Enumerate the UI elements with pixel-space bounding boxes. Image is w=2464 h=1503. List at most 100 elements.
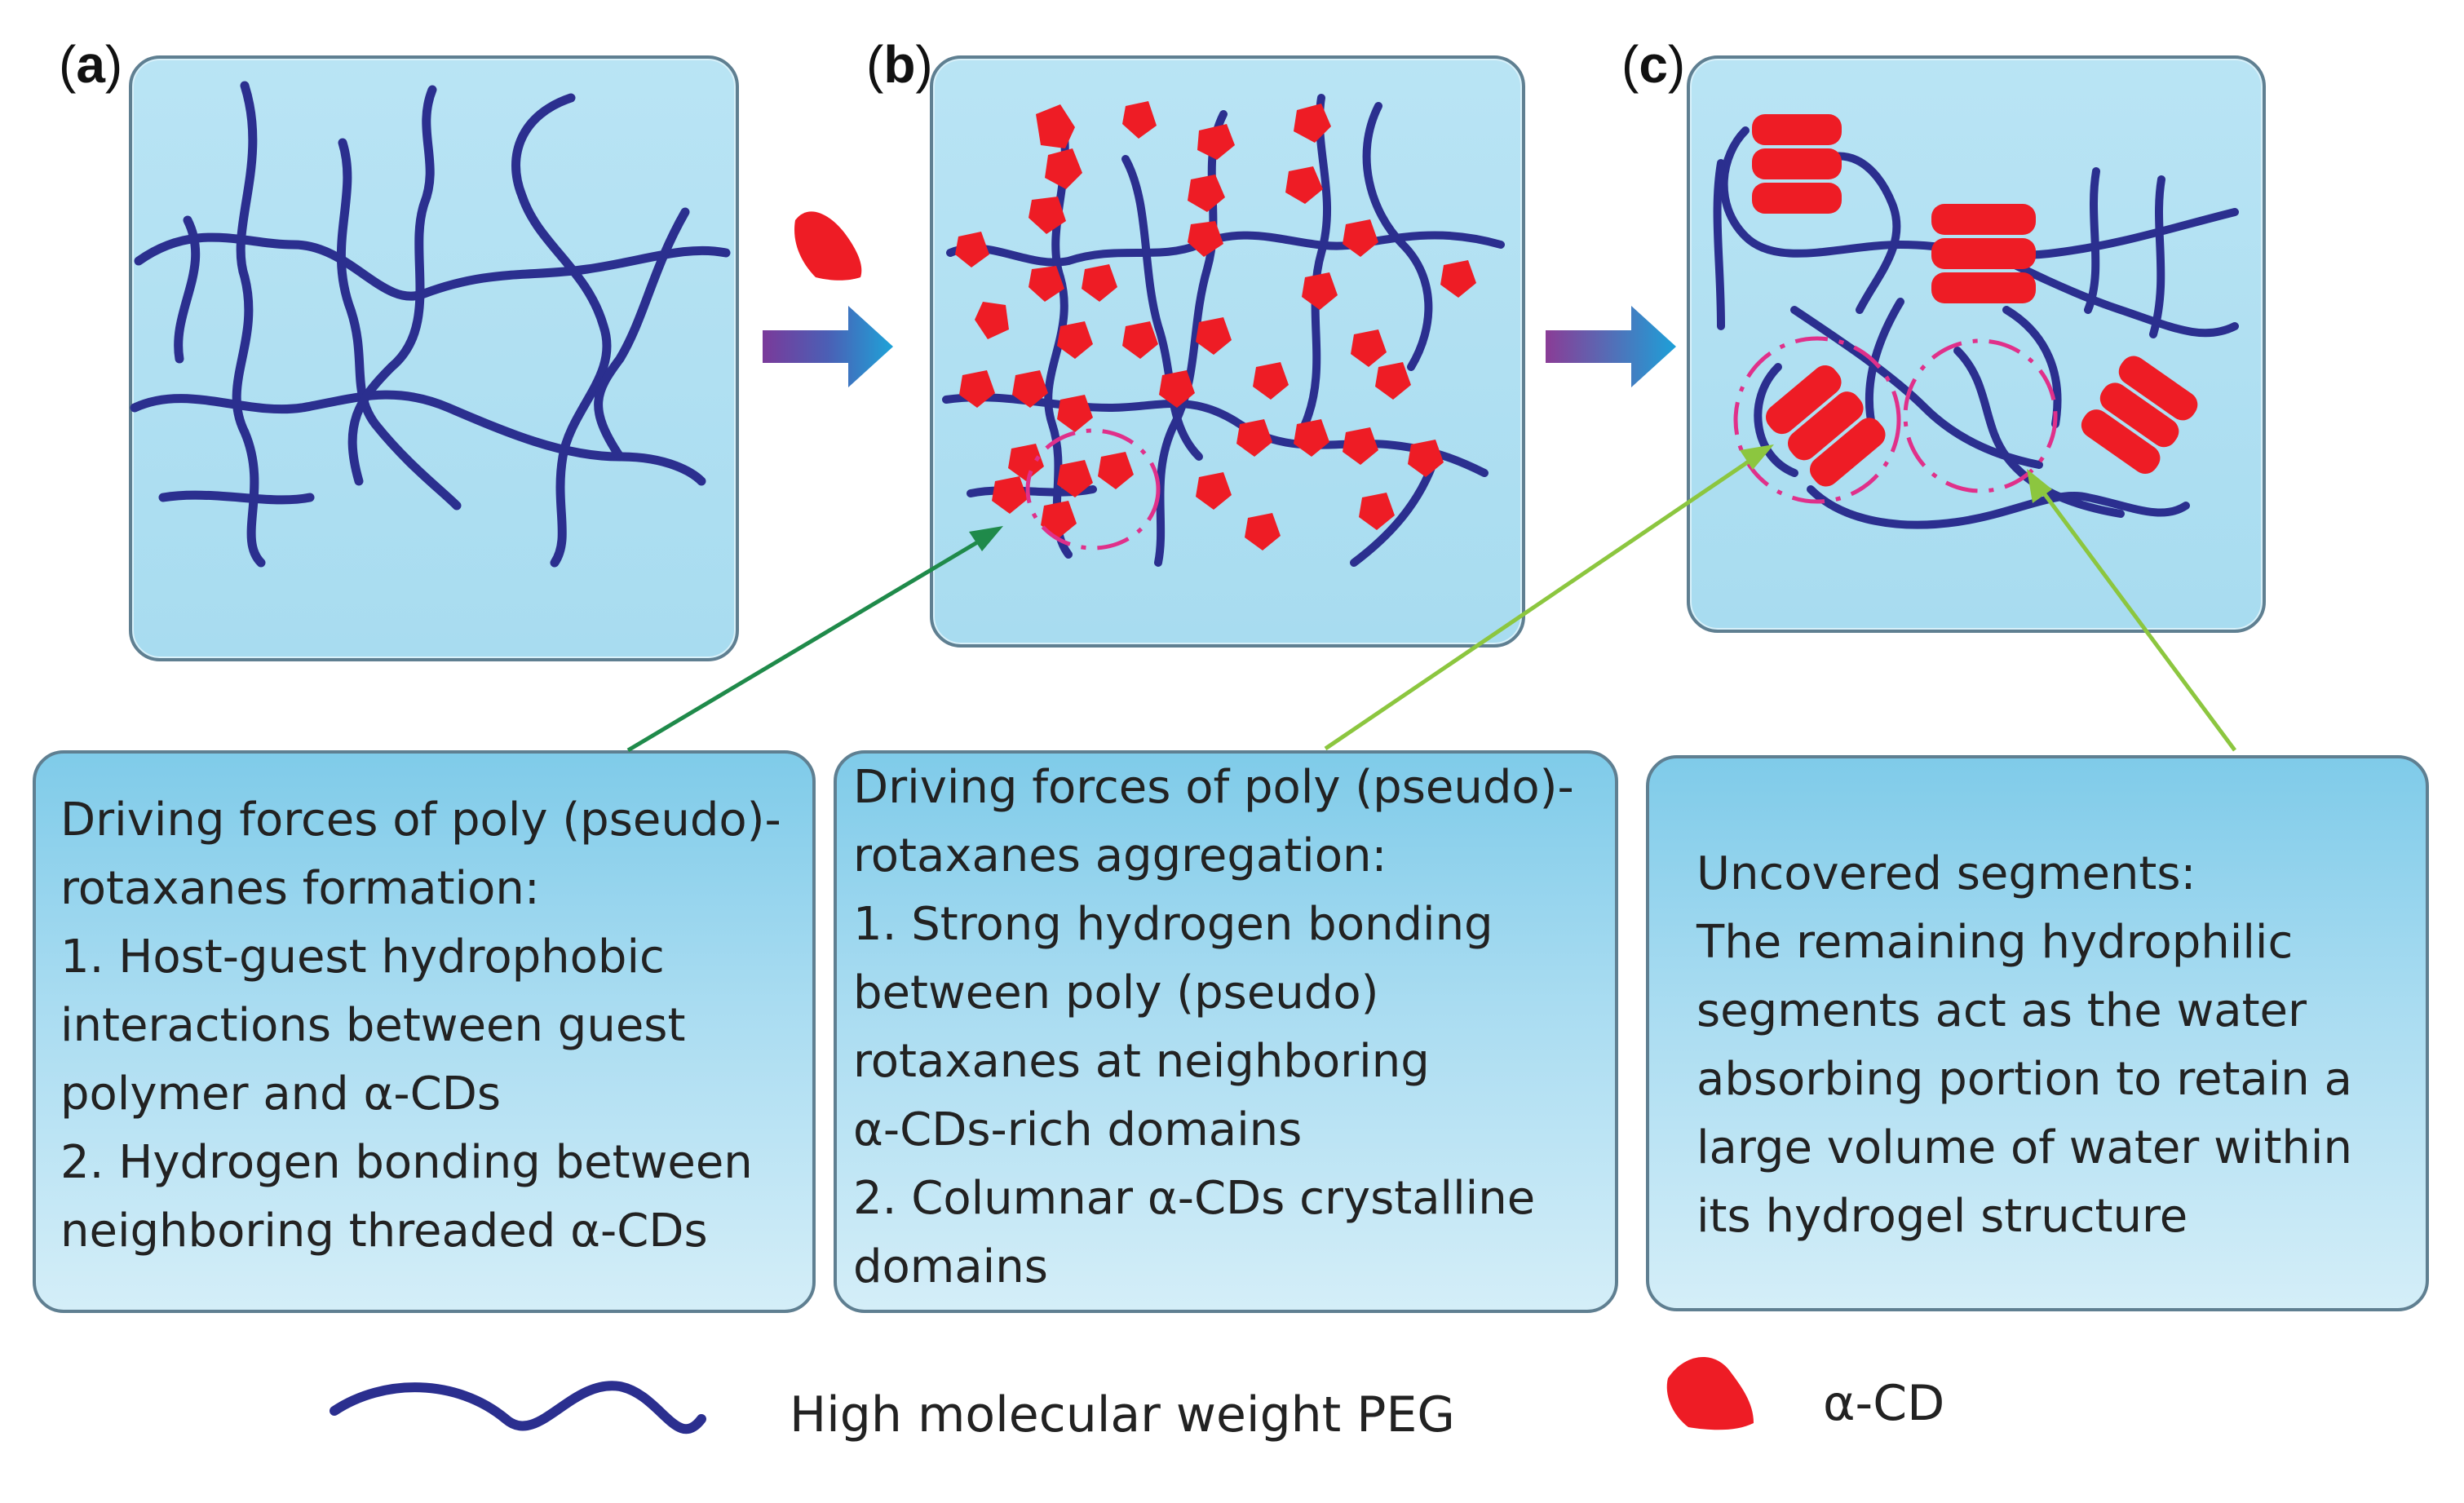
uncovered-line: absorbing portion to retain a — [1696, 1053, 2352, 1106]
pointer-aggregation — [1324, 450, 1763, 751]
pointer-formation — [626, 532, 993, 753]
aggregation-line: 2. Columnar α-CDs crystalline — [853, 1172, 1536, 1225]
uncovered-line: large volume of water within — [1696, 1121, 2352, 1174]
textbox-aggregation: Driving forces of poly (pseudo)- rotaxan… — [834, 750, 1618, 1313]
aggregation-line: between poly (pseudo) — [853, 966, 1379, 1019]
uncovered-line: its hydrogel structure — [1696, 1190, 2188, 1243]
cd-ring — [1029, 197, 1066, 234]
formation-line: polymer and α-CDs — [60, 1068, 502, 1121]
cd-ring — [1359, 493, 1395, 530]
aggregation-line: rotaxanes aggregation: — [853, 829, 1387, 882]
peg-chain — [511, 93, 612, 568]
peg-chain — [134, 232, 731, 301]
uncovered-line: Uncovered segments: — [1696, 847, 2196, 900]
cd-stack-rotated — [2081, 356, 2198, 474]
cd-ring — [1029, 266, 1064, 302]
cd-ring — [1041, 501, 1077, 538]
cd-ring — [1196, 317, 1232, 355]
cd-ring — [1008, 444, 1044, 481]
textbox-formation: Driving forces of poly (pseudo)- rotaxan… — [33, 750, 816, 1313]
peg-chain — [594, 207, 690, 462]
formation-line: interactions between guest — [60, 999, 686, 1052]
cd-ring — [1122, 321, 1158, 359]
peg-chain — [174, 215, 201, 364]
peg-chain — [1953, 347, 2125, 518]
cd-added-icon — [794, 211, 862, 281]
cd-ring — [955, 232, 989, 267]
cd-ring — [1057, 460, 1093, 497]
cd-ring — [1253, 362, 1289, 400]
cd-ring — [1122, 101, 1157, 139]
cd-stack — [1931, 272, 2036, 303]
aggregation-line: 1. Strong hydrogen bonding — [853, 898, 1493, 951]
uncovered-segment-circle — [1903, 338, 2058, 493]
cd-ring — [1236, 419, 1272, 457]
peg-chain — [1754, 363, 1798, 477]
peg-chain — [1807, 485, 2190, 529]
peg-chain — [1713, 159, 1725, 330]
formation-line: 1. Host-guest hydrophobic — [60, 931, 665, 984]
aggregation-line: rotaxanes at neighboring — [853, 1035, 1430, 1088]
peg-chain — [2002, 306, 2062, 428]
cd-ring — [1159, 370, 1195, 408]
cd-stack-rotated — [1766, 365, 1886, 487]
panel-a — [129, 55, 739, 661]
arrow-b-to-c — [1546, 306, 1676, 387]
cd-ring — [1045, 148, 1082, 189]
cd-ring — [1245, 513, 1281, 550]
peg-chain — [1362, 102, 1433, 371]
cd-stack — [1931, 204, 2036, 235]
cd-ring — [1408, 440, 1444, 477]
formation-line: rotaxanes formation: — [60, 862, 540, 915]
cd-stack — [1752, 114, 1842, 145]
pointer-uncovered — [2033, 480, 2237, 752]
aggregation-line: domains — [853, 1240, 1048, 1293]
cd-ring — [1343, 219, 1378, 257]
cd-stack — [1752, 183, 1842, 214]
uncovered-line: segments act as the water — [1696, 984, 2307, 1037]
panel-label-a: (a) — [59, 35, 123, 94]
cd-ring — [1440, 260, 1476, 298]
panel-a-network — [130, 81, 731, 568]
cd-ring — [1302, 272, 1338, 310]
aggregation-line: Driving forces of poly (pseudo)- — [853, 761, 1574, 814]
formation-line: Driving forces of poly (pseudo)- — [60, 793, 781, 847]
legend-cd-label: α-CD — [1823, 1375, 1945, 1432]
panel-b — [930, 55, 1525, 648]
cd-ring — [1294, 104, 1331, 143]
cd-ring — [1294, 419, 1329, 457]
pointer-uncovered-head — [2027, 469, 2052, 503]
cd-ring — [1343, 427, 1378, 465]
arrow-a-to-b — [763, 306, 893, 387]
peg-chain — [232, 81, 266, 568]
cd-ring — [959, 370, 995, 408]
formation-line: neighboring threaded α-CDs — [60, 1205, 708, 1258]
cd-ring — [1285, 166, 1323, 204]
cd-ring — [1351, 329, 1387, 367]
cd-ring — [1057, 321, 1093, 359]
cd-ring — [1012, 370, 1048, 408]
cd-ring — [1057, 395, 1093, 432]
aggregation-line: α-CDs-rich domains — [853, 1103, 1303, 1156]
cd-ring — [1188, 221, 1223, 257]
peg-chain — [336, 138, 462, 511]
cd-ring — [1188, 175, 1225, 212]
cd-ring — [1082, 264, 1117, 302]
cd-rich-domain-circle — [1025, 428, 1161, 550]
panel-c-crystalline-domains — [1752, 114, 2198, 487]
cd-ring — [975, 302, 1009, 339]
legend-peg-label: High molecular weight PEG — [790, 1386, 1455, 1443]
legend-cd-symbol — [1666, 1356, 1754, 1430]
peg-chain — [1121, 155, 1203, 461]
legend-peg-symbol — [330, 1381, 706, 1434]
peg-chain — [1044, 110, 1073, 559]
peg-chain — [1301, 94, 1332, 428]
formation-line: 2. Hydrogen bonding between — [60, 1136, 753, 1189]
uncovered-line: The remaining hydrophilic — [1696, 916, 2294, 969]
peg-chain — [158, 490, 315, 505]
cd-ring — [1098, 452, 1134, 489]
cd-ring — [992, 476, 1028, 514]
cd-stack — [1752, 148, 1842, 179]
peg-chain — [347, 85, 437, 486]
